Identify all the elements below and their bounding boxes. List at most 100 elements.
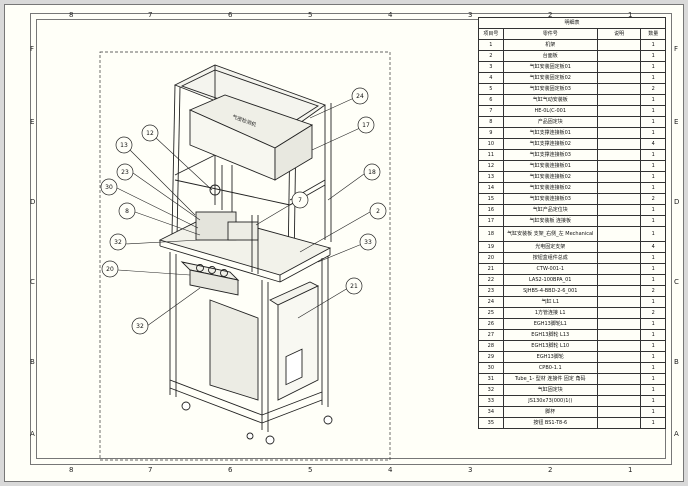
bom-cell-qty: 1 [640, 406, 666, 418]
balloon-12: 12 [141, 124, 159, 142]
bom-cell-desc [596, 61, 642, 73]
bom-cell-no: 33 [478, 395, 504, 407]
bom-cell-no: 18 [478, 226, 504, 242]
bom-cell-desc [596, 39, 642, 51]
bom-cell-no: 1 [478, 39, 504, 51]
svg-text:13: 13 [120, 142, 128, 149]
bom-cell-no: 3 [478, 61, 504, 73]
bom-cell-no: 29 [478, 351, 504, 363]
zone-bottom-1: 1 [628, 466, 633, 474]
bom-cell-desc [596, 417, 642, 429]
balloon-17: 17 [357, 116, 375, 134]
bom-cell-qty: 1 [640, 127, 666, 139]
bom-cell-name: 气缸安装板 连接板 [502, 215, 598, 227]
bom-cell-name: CTW-001-1 [502, 263, 598, 275]
zone-top-3: 3 [468, 11, 473, 19]
balloon-2: 2 [369, 202, 387, 220]
bom-cell-qty: 2 [640, 285, 666, 297]
bom-cell-desc [596, 50, 642, 62]
bom-cell-name: 产品固定块 [502, 116, 598, 128]
bom-cell-no: 31 [478, 373, 504, 385]
bom-cell-qty: 4 [640, 241, 666, 253]
balloon-8: 8 [118, 202, 136, 220]
bom-cell-desc [596, 329, 642, 341]
bom-cell-qty: 1 [640, 149, 666, 161]
bom-cell-no: 24 [478, 296, 504, 308]
bom-cell-no: 9 [478, 127, 504, 139]
bom-cell-name: JS130x73(000)1() [502, 395, 598, 407]
bom-cell-no: 13 [478, 171, 504, 183]
bom-cell-name: EGH13脚轮 L10 [502, 340, 598, 352]
zone-top-1: 1 [628, 11, 633, 19]
svg-text:32: 32 [114, 239, 122, 246]
zone-right-F: F [674, 45, 679, 53]
svg-text:7: 7 [298, 197, 302, 204]
bom-cell-no: 4 [478, 72, 504, 84]
bom-cell-name: 1方管连接 L1 [502, 307, 598, 319]
bom-header-no: 项目号 [478, 28, 504, 40]
bom-cell-qty: 2 [640, 193, 666, 205]
bom-cell-name: EGH13脚轮 L13 [502, 329, 598, 341]
bom-cell-desc [596, 193, 642, 205]
svg-text:21: 21 [350, 283, 358, 290]
bom-cell-desc [596, 351, 642, 363]
zone-top-8: 8 [69, 11, 74, 19]
zone-top-6: 6 [228, 11, 233, 19]
bom-cell-name: HE-0L(C-001 [502, 105, 598, 117]
bom-cell-qty: 1 [640, 329, 666, 341]
svg-text:2: 2 [376, 208, 380, 215]
bom-cell-qty: 1 [640, 226, 666, 242]
caster-3 [323, 415, 333, 425]
bom-cell-qty: 1 [640, 340, 666, 352]
bom-cell-qty: 1 [640, 215, 666, 227]
bom-cell-no: 23 [478, 285, 504, 297]
bom-cell-qty: 1 [640, 274, 666, 286]
bom-cell-qty: 1 [640, 171, 666, 183]
bom-cell-no: 10 [478, 138, 504, 150]
balloon-32-lower: 32 [131, 317, 149, 335]
bom-cell-no: 19 [478, 241, 504, 253]
svg-text:8: 8 [125, 208, 129, 215]
bom-cell-name: 脚杯 [502, 406, 598, 418]
zone-right-E: E [674, 118, 679, 126]
zone-left-C: C [30, 278, 35, 286]
bom-cell-no: 34 [478, 406, 504, 418]
svg-text:12: 12 [146, 130, 154, 137]
bom-cell-name: 机架 [502, 39, 598, 51]
bom-cell-name: Tube_1- 型材 连接件 固定 角码 [502, 373, 598, 385]
bom-cell-name: 光电固定支架 [502, 241, 598, 253]
bom-cell-name: LAS2-100BPA_01 [502, 274, 598, 286]
bom-cell-no: 26 [478, 318, 504, 330]
bom-cell-desc [596, 116, 642, 128]
bom-cell-desc [596, 274, 642, 286]
bom-cell-name: 气缸安装板 支架_右侧_左 Mechanical [502, 226, 598, 242]
bom-cell-name: CPB0-1.1 [502, 362, 598, 374]
bom-cell-no: 22 [478, 274, 504, 286]
zone-right-D: D [674, 198, 680, 206]
bom-cell-name: EGH13脚轮 [502, 351, 598, 363]
bom-cell-desc [596, 241, 642, 253]
button-box [189, 269, 239, 296]
bom-cell-desc [596, 182, 642, 194]
zone-left-E: E [30, 118, 35, 126]
bom-cell-name: 气缸产品定位块 [502, 204, 598, 216]
electrical-box [277, 285, 319, 401]
bom-cell-no: 5 [478, 83, 504, 95]
bom-cell-qty: 1 [640, 373, 666, 385]
bom-cell-desc [596, 384, 642, 396]
